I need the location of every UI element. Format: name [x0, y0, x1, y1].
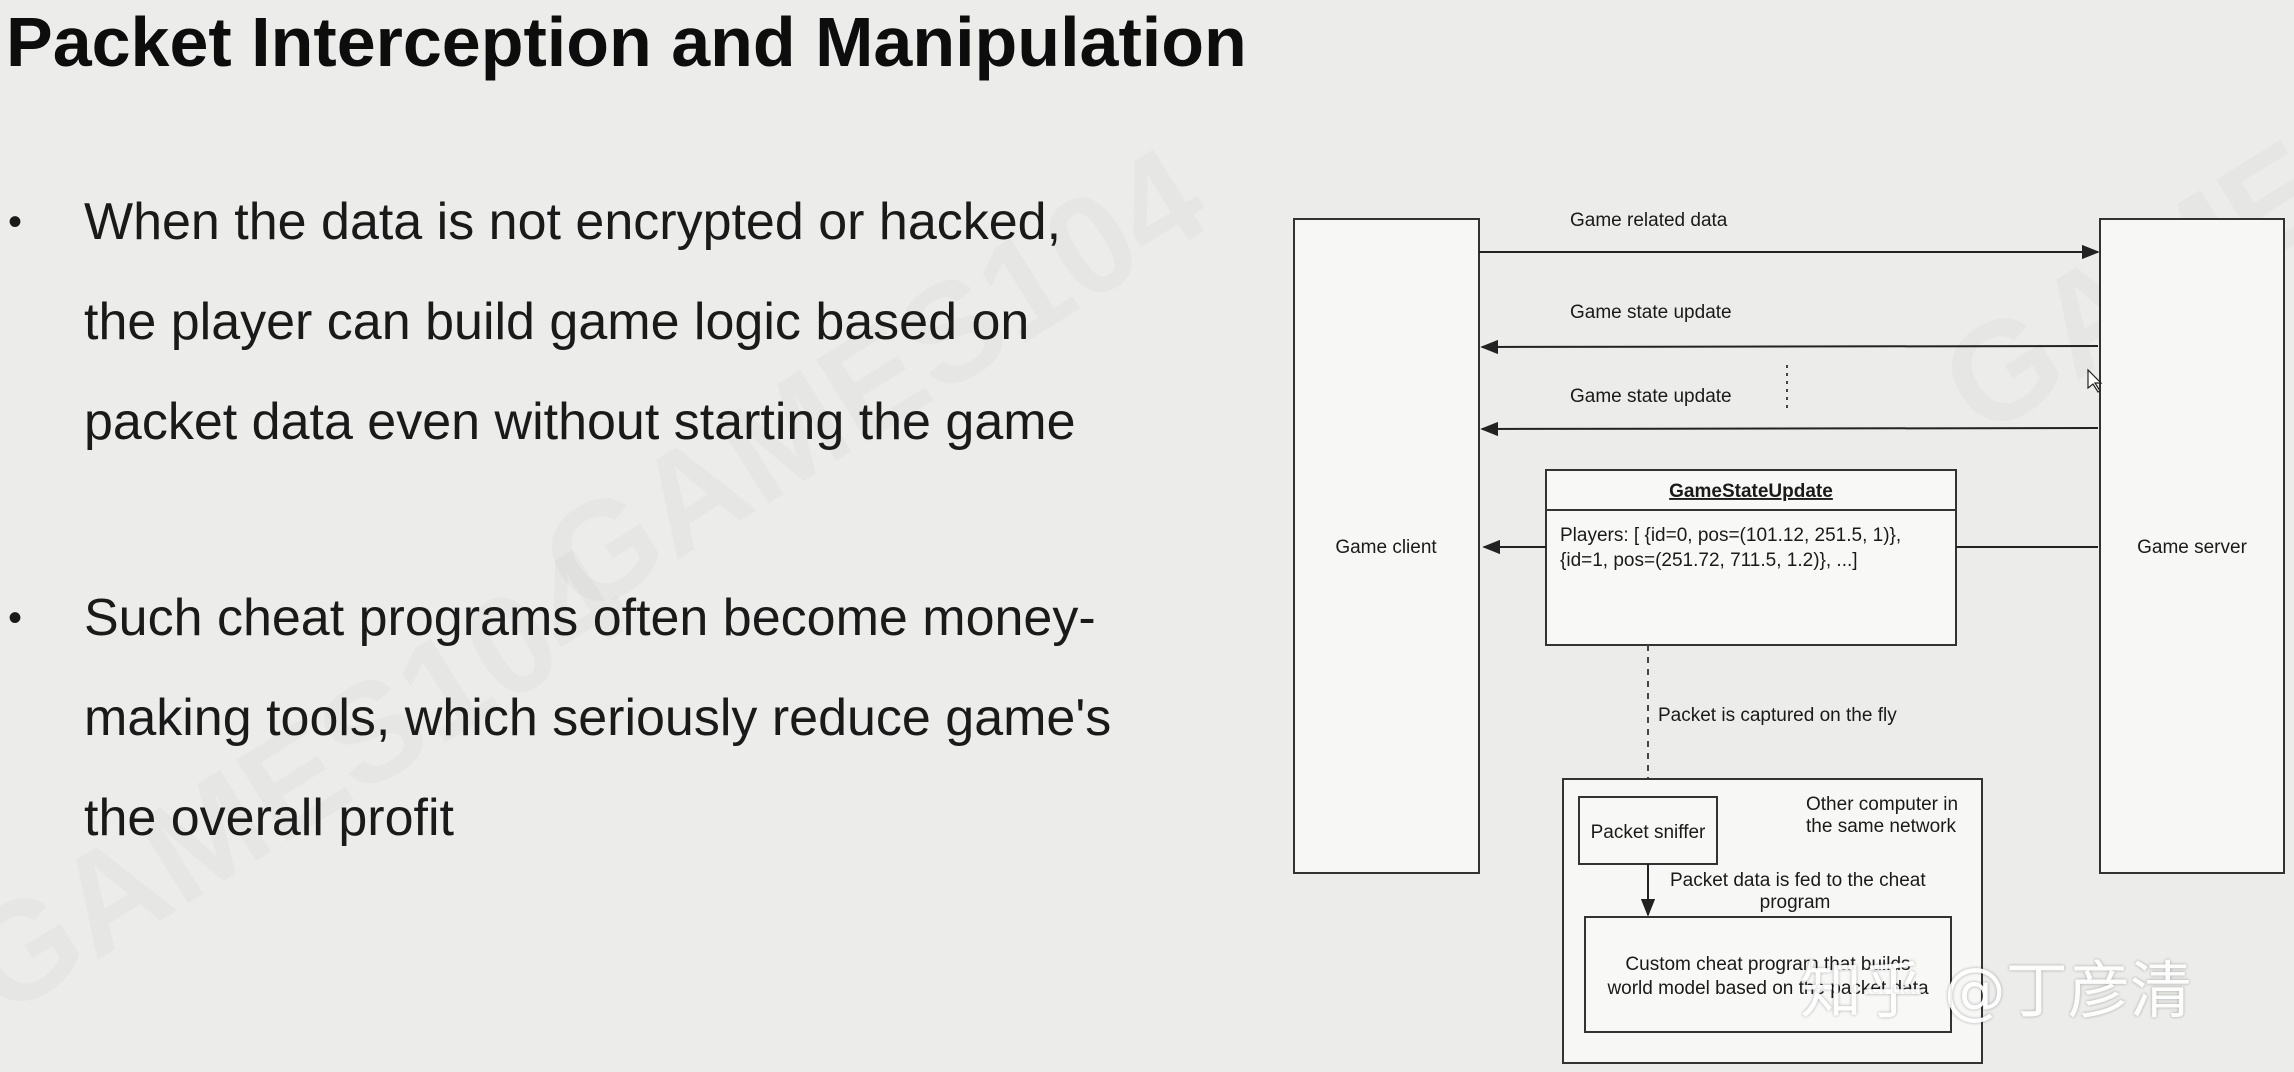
bullet-line: Such cheat programs often become money- — [84, 589, 1096, 647]
bullet-line: When the data is not encrypted or hacked… — [84, 193, 1062, 251]
game-client-label: Game client — [1335, 537, 1437, 558]
bullet-dot-icon: • — [8, 596, 23, 640]
fed-label: program — [1760, 892, 1831, 913]
bullet-line: packet data even without starting the ga… — [84, 393, 1076, 451]
packet-box-title: GameStateUpdate — [1669, 481, 1833, 502]
cheat-program-box — [1584, 916, 1952, 1033]
bullet-dot-icon: • — [8, 200, 23, 244]
slide-title: Packet Interception and Manipulation — [6, 3, 1247, 81]
fed-label: Packet data is fed to the cheat — [1670, 870, 1926, 891]
packet-box-content: {id=1, pos=(251.72, 711.5, 1.2)}, ...] — [1560, 550, 1858, 571]
server-to-client-arrow — [1480, 339, 2099, 355]
cheat-program-label: Custom cheat program that builds — [1625, 954, 1910, 975]
other-computer-label: Other computer in — [1806, 794, 1958, 815]
message-label: Game state update — [1570, 386, 1732, 407]
packet-sniffer-label: Packet sniffer — [1591, 822, 1706, 843]
packet-box — [1545, 469, 1957, 646]
zhihu-watermark: 知乎 @丁彦清 — [1800, 954, 2192, 1027]
server-to-client-arrow — [1480, 421, 2099, 437]
bullet-line: the overall profit — [84, 789, 454, 847]
game-server-label: Game server — [2137, 537, 2247, 558]
bullet-list: • When the data is not encrypted or hack… — [0, 172, 1230, 868]
bullet-item: • When the data is not encrypted or hack… — [0, 172, 1230, 472]
game-server-box — [2099, 218, 2285, 874]
packet-box-content: Players: [ {id=0, pos=(101.12, 251.5, 1)… — [1560, 525, 1901, 546]
message-label: Game related data — [1570, 210, 1728, 231]
mouse-cursor-icon — [2087, 368, 2103, 393]
other-computer-label: the same network — [1806, 816, 1956, 837]
capture-label: Packet is captured on the fly — [1658, 705, 1897, 726]
bullet-item: • Such cheat programs often become money… — [0, 568, 1230, 868]
bullet-line: the player can build game logic based on — [84, 293, 1030, 351]
message-label: Game state update — [1570, 302, 1732, 323]
bullet-line: making tools, which seriously reduce gam… — [84, 689, 1112, 747]
cheat-program-label: world model based on the packet data — [1606, 978, 1929, 999]
game-client-box — [1293, 218, 1480, 874]
